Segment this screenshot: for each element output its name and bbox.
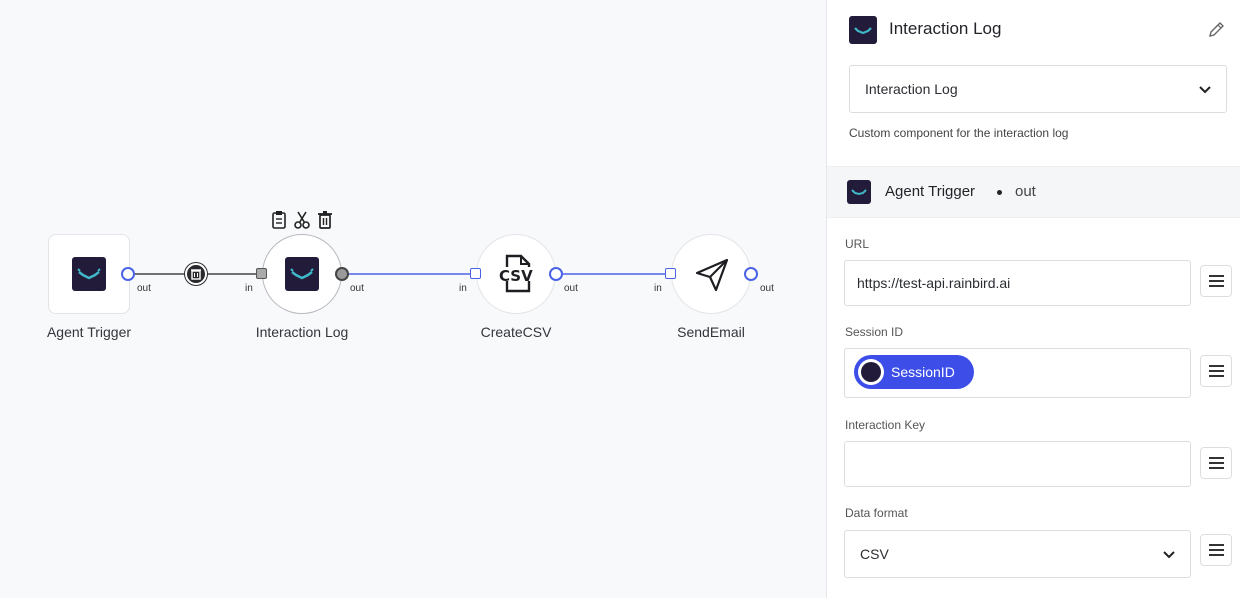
port-send-email-out[interactable]	[744, 267, 758, 281]
csv-file-icon	[500, 254, 533, 293]
properties-panel: Interaction Log Interaction Log Custom c…	[826, 0, 1240, 598]
section-port: out	[1015, 183, 1036, 200]
trash-icon	[191, 269, 201, 280]
scissors-icon[interactable]	[293, 210, 311, 230]
port-label-in: in	[245, 283, 253, 294]
port-label-out: out	[760, 283, 774, 294]
component-description: Custom component for the interaction log	[849, 126, 1069, 140]
port-agent-trigger-out[interactable]	[121, 267, 135, 281]
interaction-key-menu-button[interactable]	[1200, 447, 1232, 479]
port-label-out: out	[564, 283, 578, 294]
port-create-csv-out[interactable]	[549, 267, 563, 281]
node-interaction-log[interactable]	[262, 234, 342, 314]
node-label-create-csv: CreateCSV	[480, 324, 552, 340]
session-id-chip[interactable]: SessionID	[854, 355, 974, 389]
url-menu-button[interactable]	[1200, 265, 1232, 297]
port-label-out: out	[350, 283, 364, 294]
node-label-interaction-log: Interaction Log	[255, 324, 349, 340]
rainbird-logo-icon	[847, 180, 871, 204]
node-label-send-email: SendEmail	[677, 324, 745, 340]
port-send-email-in[interactable]	[665, 268, 676, 279]
paper-plane-icon	[695, 258, 729, 292]
data-format-label: Data format	[845, 506, 908, 520]
edit-pencil-icon[interactable]	[1207, 21, 1225, 39]
port-interaction-log-in[interactable]	[256, 268, 267, 279]
url-label: URL	[845, 237, 870, 251]
node-send-email[interactable]	[671, 234, 751, 314]
delete-edge-button[interactable]	[185, 263, 207, 285]
component-select[interactable]: Interaction Log	[849, 65, 1227, 113]
url-input[interactable]	[844, 260, 1191, 306]
chevron-down-icon	[1199, 86, 1211, 94]
rainbird-logo-icon	[849, 16, 877, 44]
node-create-csv[interactable]: CSV	[476, 234, 556, 314]
node-toolbar	[268, 209, 338, 231]
chip-logo-icon	[858, 359, 884, 385]
csv-icon-text: CSV	[499, 267, 533, 285]
data-format-value: CSV	[860, 546, 889, 562]
interaction-key-label: Interaction Key	[845, 418, 926, 432]
interaction-key-input[interactable]	[844, 441, 1191, 487]
port-label-out: out	[137, 283, 151, 294]
rainbird-logo-icon	[285, 257, 319, 291]
session-id-label: Session ID	[845, 325, 904, 339]
data-format-select[interactable]: CSV	[844, 530, 1191, 578]
chevron-down-icon	[1163, 551, 1175, 559]
section-name: Agent Trigger	[885, 183, 976, 200]
rainbird-logo-icon	[72, 257, 106, 291]
node-label-agent-trigger: Agent Trigger	[46, 324, 132, 340]
port-create-csv-in[interactable]	[470, 268, 481, 279]
clipboard-icon[interactable]	[270, 210, 288, 230]
session-id-menu-button[interactable]	[1200, 355, 1232, 387]
trash-icon[interactable]	[316, 210, 334, 230]
flow-canvas[interactable]: out Agent Trigger in out Interaction Log	[0, 0, 826, 598]
data-format-menu-button[interactable]	[1200, 534, 1232, 566]
panel-title: Interaction Log	[889, 19, 1002, 38]
node-agent-trigger[interactable]	[48, 234, 130, 314]
section-agent-trigger[interactable]: Agent Trigger out	[827, 166, 1240, 218]
port-label-in: in	[459, 283, 467, 294]
component-select-value: Interaction Log	[865, 81, 958, 97]
section-dot	[997, 190, 1002, 195]
chip-label: SessionID	[891, 364, 955, 380]
port-interaction-log-out[interactable]	[335, 267, 349, 281]
port-label-in: in	[654, 283, 662, 294]
